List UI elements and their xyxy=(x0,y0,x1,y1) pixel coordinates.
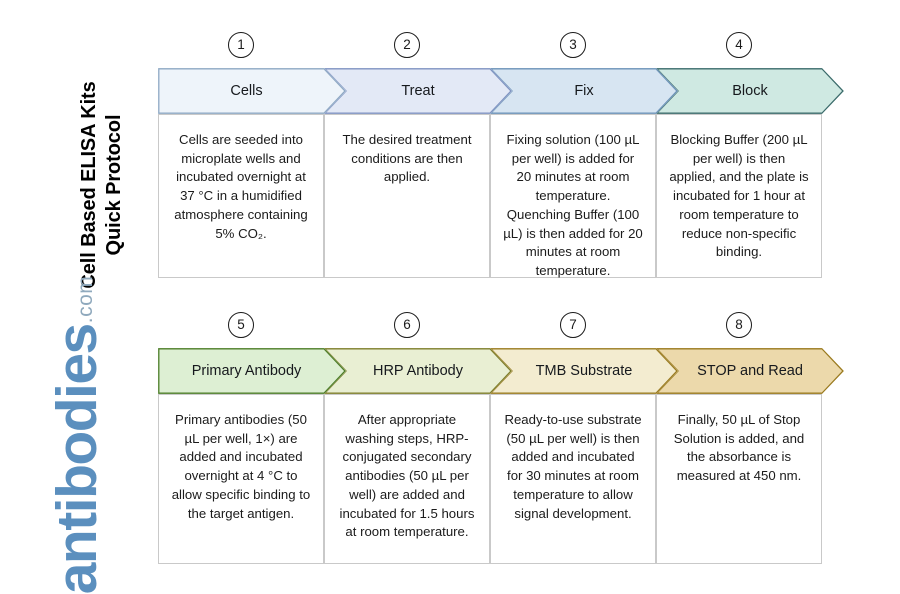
step-number-3: 3 xyxy=(560,32,586,58)
step-number-4: 4 xyxy=(726,32,752,58)
step-description-8: Finally, 50 µL of Stop Solution is added… xyxy=(656,394,822,564)
chevron-outline xyxy=(158,348,346,394)
step-number-5: 5 xyxy=(228,312,254,338)
chevron-step-2[interactable]: Treat xyxy=(324,68,512,114)
step-number-8: 8 xyxy=(726,312,752,338)
chevron-step-5[interactable]: Primary Antibody xyxy=(158,348,346,394)
step-description-7: Ready-to-use substrate (50 µL per well) … xyxy=(490,394,656,564)
step-description-4: Blocking Buffer (200 µL per well) is the… xyxy=(656,114,822,278)
chevron-outline xyxy=(324,68,512,114)
chevron-outline xyxy=(656,68,844,114)
step-description-5: Primary antibodies (50 µL per well, 1×) … xyxy=(158,394,324,564)
left-rail: Cell Based ELISA Kits Quick Protocol ant… xyxy=(0,0,158,594)
chevron-label: Primary Antibody xyxy=(191,363,302,379)
chevron-step-3[interactable]: Fix xyxy=(490,68,678,114)
chevron-outline xyxy=(656,348,844,394)
chevron-label: TMB Substrate xyxy=(535,363,633,379)
chevron-outline xyxy=(158,68,346,114)
step-description-2: The desired treatment conditions are the… xyxy=(324,114,490,278)
chevron-step-1[interactable]: Cells xyxy=(158,68,346,114)
chevron-label: Fix xyxy=(574,83,594,99)
step-description-3: Fixing solution (100 µL per well) is add… xyxy=(490,114,656,278)
chevron-step-4[interactable]: Block xyxy=(656,68,844,114)
chevron-step-6[interactable]: HRP Antibody xyxy=(324,348,512,394)
chevron-step-7[interactable]: TMB Substrate xyxy=(490,348,678,394)
chevron-label: Treat xyxy=(401,83,435,99)
brand-wordmark: antibodies xyxy=(44,324,109,594)
chevron-step-8[interactable]: STOP and Read xyxy=(656,348,844,394)
chevron-label: STOP and Read xyxy=(697,363,803,379)
chevron-label: Cells xyxy=(230,83,263,99)
brand-logo: antibodies.com xyxy=(33,276,109,594)
step-number-6: 6 xyxy=(394,312,420,338)
step-number-7: 7 xyxy=(560,312,586,338)
chevron-outline xyxy=(324,348,512,394)
chevron-label: Block xyxy=(732,83,768,99)
step-number-2: 2 xyxy=(394,32,420,58)
step-number-1: 1 xyxy=(228,32,254,58)
step-description-1: Cells are seeded into microplate wells a… xyxy=(158,114,324,278)
chevron-outline xyxy=(490,68,678,114)
step-description-6: After appropriate washing steps, HRP-con… xyxy=(324,394,490,564)
brand-tld: .com xyxy=(74,275,97,324)
chevron-label: HRP Antibody xyxy=(372,363,463,379)
chevron-outline xyxy=(490,348,678,394)
